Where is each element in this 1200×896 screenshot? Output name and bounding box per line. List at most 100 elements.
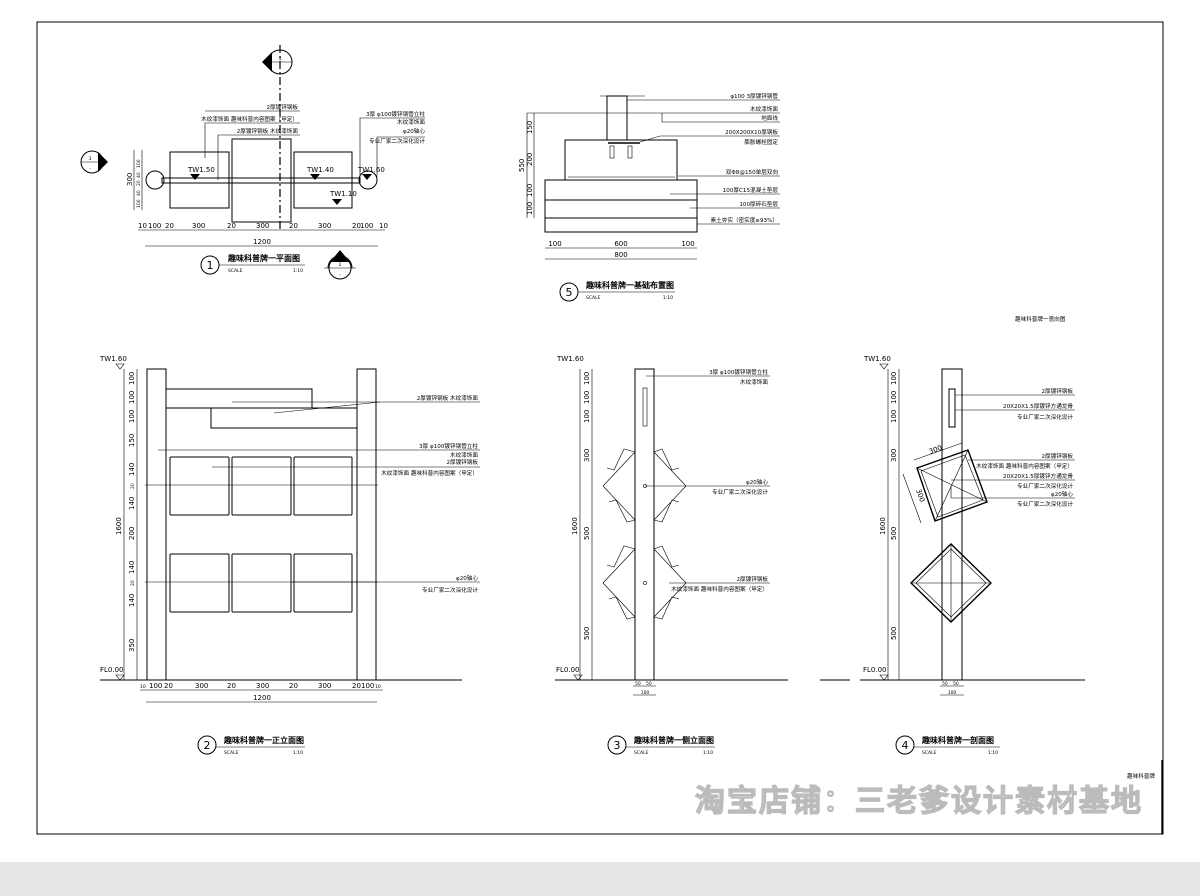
front-notes-2: 木纹漆饰面: [450, 451, 478, 459]
side-dims_v-0: 100: [583, 372, 591, 385]
foundation-total: 800: [614, 251, 627, 259]
drawing-line: [190, 174, 200, 180]
plan-scale: 1:10: [293, 268, 303, 274]
foundation-total_v: 550: [518, 159, 526, 172]
drawing-line: [934, 449, 969, 522]
drawing-line: [115, 674, 125, 681]
drawing-line: [602, 448, 636, 487]
plan-notes-5: φ20轴心: [403, 127, 425, 135]
section-title: 趣味科普牌一剖面图: [921, 735, 994, 745]
side-elevation: 3厚 φ100镀锌钢管立柱 木纹漆饰面 φ20轴心 专业厂家二次深化设计 2厚镀…: [555, 355, 850, 756]
side-notes-2: φ20轴心: [746, 478, 768, 486]
front-notes-4: 木纹漆饰面 趣味科普内容图案（甲定）: [381, 469, 478, 477]
drawing-frame: [36, 21, 1164, 835]
drawing-line: [273, 401, 381, 414]
section-notes-6: 专业厂家二次深化设计: [1017, 482, 1073, 490]
plan-dims_v-4: 100: [136, 159, 142, 168]
drawing-line: [602, 545, 636, 584]
plan-notes-1: 木纹漆饰面 趣味科普内容图案（甲定）: [201, 115, 298, 123]
section-dims_v-0: 100: [890, 372, 898, 385]
section-total_v: 1600: [879, 517, 887, 535]
front-notes-5: φ20轴心: [456, 574, 478, 582]
front-dims_h-5: 300: [256, 682, 269, 690]
front-floor_level: FL0.00: [100, 666, 124, 674]
plan-levels-2: TW1.10: [329, 190, 357, 198]
section-scale_label: SCALE: [922, 750, 937, 756]
compacted-soil: [544, 217, 698, 233]
side-dims_v-1: 100: [583, 391, 591, 404]
front-notes-6: 专业厂家二次深化设计: [422, 586, 478, 594]
section-scale: 1:10: [988, 750, 998, 756]
foundation-notes-4: 膨胀螺栓固定: [744, 138, 778, 146]
foundation-view: φ100 3厚镀锌钢管 木纹漆饰面 地面线 200X200X10厚钢板 膨胀螺栓…: [518, 92, 780, 302]
section-number: 4: [902, 739, 909, 752]
header-plate-2: [210, 407, 358, 429]
plan-section_marks-2: 2: [339, 262, 342, 268]
drawing-line: [895, 735, 915, 755]
drawing-line: [643, 581, 647, 585]
plan-dims_v-2: 20: [136, 180, 142, 186]
section-mark-3[interactable]: 3 -: [80, 150, 108, 174]
drawing-line: [639, 135, 780, 143]
section-mark-4[interactable]: 4 -: [262, 49, 293, 75]
plan-dims_h-0: 10: [138, 222, 147, 230]
front-dims_v-5: 20: [130, 483, 136, 489]
drawing-line: [609, 145, 615, 159]
front-title: 趣味科普牌一正立面图: [223, 735, 304, 745]
drawing-line: [204, 122, 300, 158]
drawing-line: [376, 136, 425, 177]
plan-crossbar: [161, 177, 361, 184]
side-post: [634, 368, 655, 681]
plan-dims_h-9: 100: [360, 222, 373, 230]
drawing-line: [231, 553, 292, 613]
side-total: 100: [641, 690, 650, 696]
drawing-line: [602, 582, 636, 620]
front-dims_h-10: 10: [375, 684, 381, 690]
foundation-title-block: 5 趣味科普牌一基础布置图 SCALE 1:10: [559, 280, 675, 302]
front-notes-3: 2厚镀锌钢板: [446, 458, 478, 466]
front-dims_h-9: 100: [361, 682, 374, 690]
drawing-line: [661, 113, 780, 123]
drawing-line: [359, 117, 425, 178]
foundation-notes-8: 素土夯实（密实度≥93%）: [711, 216, 778, 224]
front-notes-1: 3厚 φ100镀锌钢管立柱: [419, 442, 478, 450]
drawing-line: [310, 174, 320, 180]
section-notes-1: 20X20X1.5厚镀锌方通龙骨: [1003, 402, 1073, 410]
front-top_level: TW1.60: [99, 355, 127, 363]
side-plate: [642, 387, 648, 427]
side-title: 趣味科普牌一侧立面图: [633, 735, 714, 745]
watermark: 淘宝店铺：三老爹设计素材基地: [695, 784, 1143, 819]
section-notes-8: 专业厂家二次深化设计: [1017, 500, 1073, 508]
foundation-dims_h-2: 100: [681, 240, 694, 248]
section-dims_v-3: 300: [890, 449, 898, 462]
plan-panel-left: [169, 151, 230, 209]
section-notes-0: 2厚镀锌钢板: [1041, 387, 1073, 395]
plan-notes-4: 木纹漆饰面: [397, 118, 425, 126]
plan-dims_h-10: 10: [379, 222, 388, 230]
foundation-scale_label: SCALE: [586, 295, 601, 301]
plan-number: 1: [207, 259, 214, 272]
plan-dims_h-2: 20: [165, 222, 174, 230]
front-total: 1200: [253, 694, 271, 702]
plan-title: 趣味科普牌一平面图: [227, 253, 300, 263]
side-dims_v-3: 300: [583, 449, 591, 462]
plan-levels-1: TW1.40: [306, 166, 334, 174]
section-mark-2[interactable]: 2 -: [324, 250, 356, 280]
section-notes-4: 木纹漆饰面 趣味科普内容图案（甲定）: [976, 462, 1073, 470]
front-dims_v-0: 100: [128, 372, 136, 385]
plan-section_dash: -: [89, 167, 91, 172]
plan-section_dash: -: [339, 273, 341, 278]
plan-dims_h-5: 300: [256, 222, 269, 230]
front-dims_h-7: 300: [318, 682, 331, 690]
front-dims_v-10: 140: [128, 594, 136, 607]
foundation-notes-2: 地面线: [761, 114, 778, 122]
side-total_v: 1600: [571, 517, 579, 535]
foundation-scale: 1:10: [663, 295, 673, 301]
front-dims_h-3: 300: [195, 682, 208, 690]
drawing-line: [879, 363, 889, 370]
plan-dims_h-1: 100: [148, 222, 161, 230]
side-scale_label: SCALE: [634, 750, 649, 756]
side-panels-lower: [602, 545, 687, 620]
foundation-dims_v-0: 150: [526, 121, 534, 134]
